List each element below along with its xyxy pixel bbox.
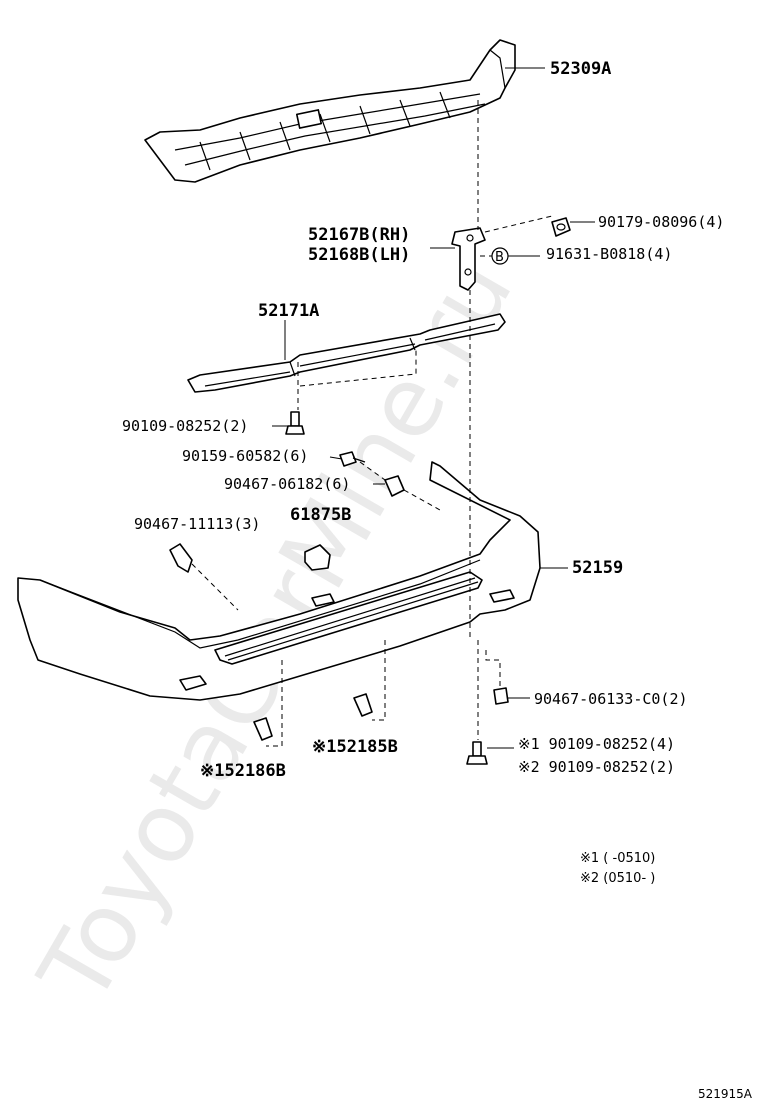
label-90179: 90179-08096(4) — [598, 213, 724, 231]
label-90109-upper: 90109-08252(2) — [122, 417, 248, 435]
part-52171A-pad — [187, 313, 506, 393]
part-61875B-cap — [304, 544, 331, 571]
diagram-code: 521915A — [698, 1087, 753, 1101]
label-90467-06133: 90467-06133-C0(2) — [534, 690, 688, 708]
leader-lines — [272, 67, 595, 749]
label-52159: 52159 — [572, 558, 623, 578]
label-91631: 91631-B0818(4) — [546, 245, 672, 263]
part-52167B-bracket — [451, 227, 486, 291]
part-52159-bumper — [17, 461, 541, 701]
part-90109-bolt-upper — [285, 411, 305, 435]
assembly-lines — [191, 100, 553, 747]
label-90109-x2: ※2 90109-08252(2) — [518, 758, 675, 776]
part-90467-11113-clip — [169, 543, 193, 573]
label-52185B: ※152185B — [312, 737, 398, 757]
part-90467-06133-clip — [493, 687, 509, 705]
label-90159: 90159-60582(6) — [182, 447, 308, 465]
part-90109-bolt-lower — [466, 741, 488, 765]
label-90467-06182: 90467-06182(6) — [224, 475, 350, 493]
label-52171A: 52171A — [258, 301, 319, 321]
part-52186B-retainer — [253, 717, 273, 741]
label-52167B: 52167B(RH) — [308, 225, 410, 245]
label-90467-11113: 90467-11113(3) — [134, 515, 260, 533]
part-90179-nut — [551, 217, 571, 237]
label-52186B: ※152186B — [200, 761, 286, 781]
part-52185B-retainer — [353, 693, 373, 717]
part-52309A-cover — [144, 39, 516, 183]
label-61875B: 61875B — [290, 505, 351, 525]
note-1: ※1 ( -0510) — [580, 851, 655, 866]
b-marker-label: B — [495, 250, 504, 265]
label-90109-x1: ※1 90109-08252(4) — [518, 735, 675, 753]
part-90159-screw — [339, 451, 366, 467]
b-marker: B — [491, 247, 509, 265]
label-52309A: 52309A — [550, 59, 611, 79]
note-2: ※2 (0510- ) — [580, 871, 655, 886]
label-52168B: 52168B(LH) — [308, 245, 410, 265]
